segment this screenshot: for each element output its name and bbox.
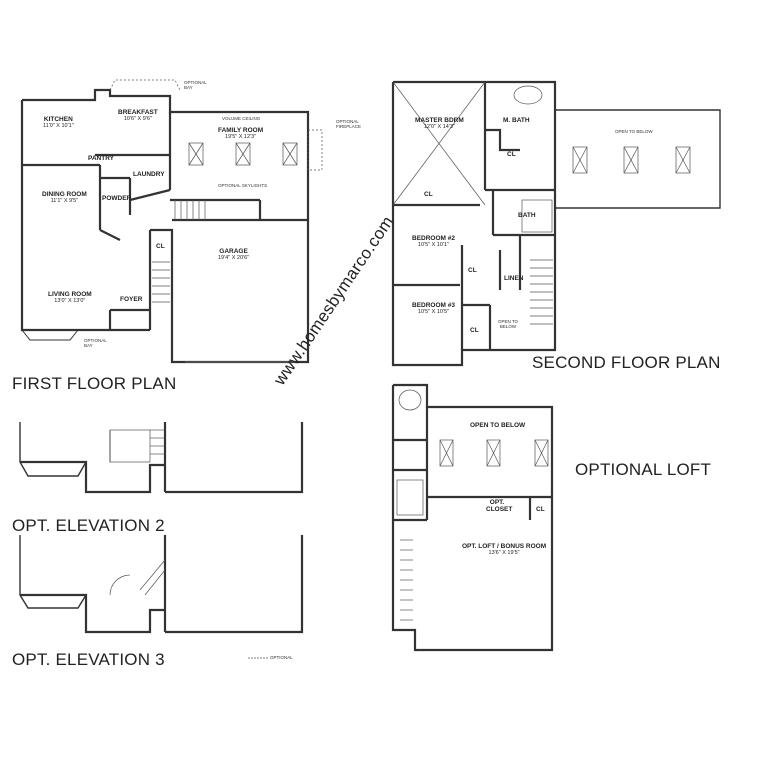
room-name: OPT. LOFT / BONUS ROOM <box>462 543 547 550</box>
room-dims: 19'4" X 20'6" <box>218 254 250 261</box>
room-kitchen: KITCHEN 11'0" X 10'1" <box>43 116 74 129</box>
room-closet-bed3: CL <box>470 327 479 334</box>
room-name: BREAKFAST <box>118 109 158 116</box>
room-name: LIVING ROOM <box>48 291 92 298</box>
second-floor-title: SECOND FLOOR PLAN <box>532 353 721 372</box>
open-to-below-family: OPEN TO BELOW <box>615 129 653 134</box>
room-dims: 10'6" X 9'6" <box>123 115 152 122</box>
first-floor-title: FIRST FLOOR PLAN <box>12 374 177 393</box>
room-name: BEDROOM #2 <box>412 235 455 242</box>
room-laundry: LAUNDRY <box>133 171 165 178</box>
room-family-room: FAMILY ROOM 19'5" X 12'3" <box>218 127 264 140</box>
room-dims: 11'1" X 9'5" <box>50 197 79 204</box>
room-closet: CL <box>156 243 165 250</box>
room-name: MASTER BDRM <box>415 117 464 124</box>
room-closet-mbath: CL <box>507 151 516 158</box>
room-master-bdrm: MASTER BDRM 12'0" X 14'3" <box>415 117 464 130</box>
room-dims: 13'6" X 19'5" <box>488 549 520 556</box>
optional-loft-title: OPTIONAL LOFT <box>575 460 712 479</box>
room-bedroom-2: BEDROOM #2 10'5" X 10'1" <box>412 235 455 248</box>
note-optional-skylights: OPTIONAL SKYLIGHTS <box>218 183 268 188</box>
legend-optional: OPTIONAL <box>270 655 293 660</box>
room-dims: 12'0" X 14'3" <box>423 123 455 130</box>
elevation-3-title: OPT. ELEVATION 3 <box>12 650 165 669</box>
room-closet-bed2: CL <box>468 267 477 274</box>
room-dims: 11'0" X 10'1" <box>43 122 74 129</box>
room-pantry: PANTRY <box>88 155 114 162</box>
note-optional-fireplace: OPTIONAL FIREPLACE <box>336 119 362 129</box>
room-dims: 10'5" X 10'1" <box>417 241 450 248</box>
room-dining-room: DINING ROOM 11'1" X 9'5" <box>42 191 87 204</box>
note-optional-bay-top: OPTIONAL BAY <box>184 80 207 90</box>
room-living-room: LIVING ROOM 13'0" X 13'0" <box>48 291 92 304</box>
room-dims: 10'5" X 10'5" <box>417 308 450 315</box>
open-to-below-stair: OPEN TO BELOW <box>497 319 519 329</box>
room-linen: LINEN <box>504 275 524 282</box>
note-optional-bay-bottom: OPTIONAL BAY <box>84 338 107 348</box>
room-closet-master: CL <box>424 191 433 198</box>
room-dims: 19'5" X 12'3" <box>225 133 257 140</box>
room-powder: POWDER <box>102 195 132 202</box>
room-name: BEDROOM #3 <box>412 302 455 309</box>
room-name: GARAGE <box>219 248 248 255</box>
room-bedroom-3: BEDROOM #3 10'5" X 10'5" <box>412 302 455 315</box>
room-foyer: FOYER <box>120 296 143 303</box>
room-bath: BATH <box>518 212 536 219</box>
room-master-bath: M. BATH <box>503 117 530 124</box>
loft-open-to-below: OPEN TO BELOW <box>470 422 526 429</box>
room-dims: 13'0" X 13'0" <box>54 297 86 304</box>
room-breakfast: BREAKFAST 10'6" X 9'6" <box>118 109 158 122</box>
room-opt-loft-bonus: OPT. LOFT / BONUS ROOM 13'6" X 19'5" <box>462 543 547 556</box>
room-garage: GARAGE 19'4" X 20'6" <box>218 248 250 261</box>
elevation-2-title: OPT. ELEVATION 2 <box>12 516 165 535</box>
loft-opt-closet: OPT. CLOSET <box>486 499 513 513</box>
loft-closet: CL <box>536 506 545 513</box>
room-name: DINING ROOM <box>42 191 87 198</box>
room-name: KITCHEN <box>43 116 73 123</box>
room-name: FAMILY ROOM <box>218 127 264 134</box>
volume-ceiling-note: VOLUME CEILING <box>222 116 261 121</box>
